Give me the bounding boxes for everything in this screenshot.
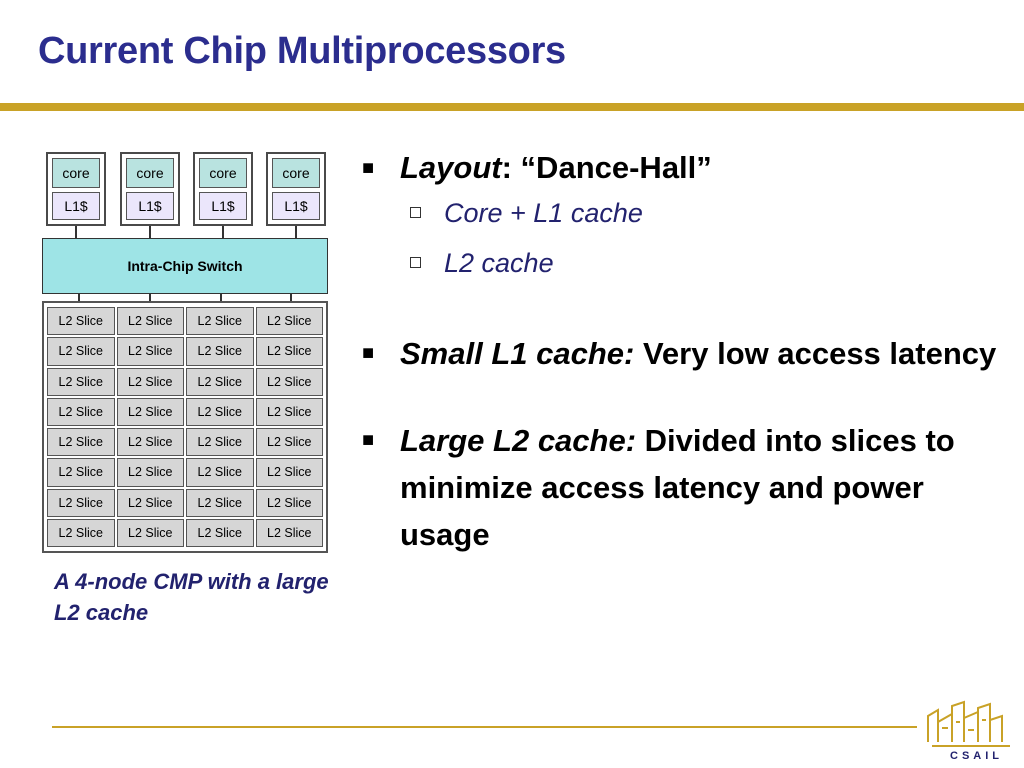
bullet-term: Large L2 cache:: [400, 423, 637, 458]
bullet-text: Very low access latency: [634, 336, 997, 371]
connector-line: [149, 294, 151, 302]
connector-line: [149, 226, 151, 238]
l2-slice: L2 Slice: [255, 337, 323, 366]
l2-slice: L2 Slice: [116, 337, 184, 366]
l1-cache-label: L1$: [199, 192, 247, 220]
l2-slice: L2 Slice: [116, 307, 184, 336]
l2-slice: L2 Slice: [47, 518, 115, 547]
hollow-square-bullet-icon: [410, 207, 421, 218]
l2-slice: L2 Slice: [255, 518, 323, 547]
square-bullet-icon: ■: [362, 429, 375, 451]
l2-slice: L2 Slice: [116, 397, 184, 426]
l1-cache-label: L1$: [126, 192, 174, 220]
core-label: core: [199, 158, 247, 188]
l2-slice: L2 Slice: [186, 367, 254, 396]
bullet-layout: ■ Layout: “Dance-Hall”: [360, 148, 1000, 188]
bullet-large-l2: ■ Large L2 cache: Divided into slices to…: [360, 417, 1000, 558]
connector-line: [295, 226, 297, 238]
core-node-1: core L1$: [46, 152, 106, 226]
l2-slice: L2 Slice: [255, 488, 323, 517]
bullet-term: Layout: [400, 150, 502, 185]
l2-slice: L2 Slice: [47, 367, 115, 396]
hollow-square-bullet-icon: [410, 257, 421, 268]
l2-slice: L2 Slice: [47, 307, 115, 336]
bullet-term: Small L1 cache:: [400, 336, 635, 371]
connector-line: [290, 294, 292, 302]
sub-bullet-text: Core + L1 cache: [444, 198, 643, 228]
square-bullet-icon: ■: [362, 157, 375, 179]
core-label: core: [272, 158, 320, 188]
l2-slice: L2 Slice: [116, 367, 184, 396]
l2-slice: L2 Slice: [255, 397, 323, 426]
sub-bullet-text: L2 cache: [444, 248, 554, 278]
l2-slice: L2 Slice: [47, 458, 115, 487]
l2-slice: L2 Slice: [186, 458, 254, 487]
l2-slice: L2 Slice: [116, 488, 184, 517]
bullet-small-l1: ■ Small L1 cache: Very low access latenc…: [360, 330, 1000, 377]
l2-slice: L2 Slice: [186, 488, 254, 517]
footer-divider: [52, 726, 917, 728]
square-bullet-icon: ■: [362, 342, 375, 364]
bullet-text: : “Dance-Hall”: [501, 150, 712, 185]
l2-slice: L2 Slice: [186, 518, 254, 547]
l2-slice: L2 Slice: [186, 307, 254, 336]
l2-slice: L2 Slice: [255, 428, 323, 457]
l1-cache-label: L1$: [272, 192, 320, 220]
l2-slice: L2 Slice: [47, 397, 115, 426]
core-node-4: core L1$: [266, 152, 326, 226]
l2-slice: L2 Slice: [116, 428, 184, 457]
sub-bullet: L2 cache: [360, 244, 1000, 282]
connector-line: [75, 226, 77, 238]
csail-logo-icon: [927, 700, 1010, 747]
sub-bullet: Core + L1 cache: [360, 194, 1000, 232]
core-label: core: [126, 158, 174, 188]
connector-line: [78, 294, 80, 302]
l2-slice: L2 Slice: [186, 337, 254, 366]
l2-slice: L2 Slice: [255, 367, 323, 396]
l2-slice: L2 Slice: [116, 458, 184, 487]
l2-slice: L2 Slice: [255, 458, 323, 487]
core-node-2: core L1$: [120, 152, 180, 226]
core-label: core: [52, 158, 100, 188]
l2-slice: L2 Slice: [255, 307, 323, 336]
diagram-caption: A 4-node CMP with a large L2 cache: [54, 569, 329, 625]
l2-slice: L2 Slice: [186, 428, 254, 457]
core-node-3: core L1$: [193, 152, 253, 226]
bullet-list: ■ Layout: “Dance-Hall” Core + L1 cache L…: [360, 148, 1000, 558]
l2-slice: L2 Slice: [47, 488, 115, 517]
l2-slice: L2 Slice: [116, 518, 184, 547]
l1-cache-label: L1$: [52, 192, 100, 220]
l2-slice: L2 Slice: [186, 397, 254, 426]
logo-text: CSAIL: [950, 750, 1003, 762]
l2-slice: L2 Slice: [47, 428, 115, 457]
title-divider: [0, 103, 1024, 111]
intra-chip-switch: Intra-Chip Switch: [42, 238, 328, 294]
connector-line: [220, 294, 222, 302]
slide-title: Current Chip Multiprocessors: [38, 30, 566, 72]
bullet-text: Divided into slices to minimize access l…: [400, 423, 955, 552]
connector-line: [222, 226, 224, 238]
l2-slice: L2 Slice: [47, 337, 115, 366]
